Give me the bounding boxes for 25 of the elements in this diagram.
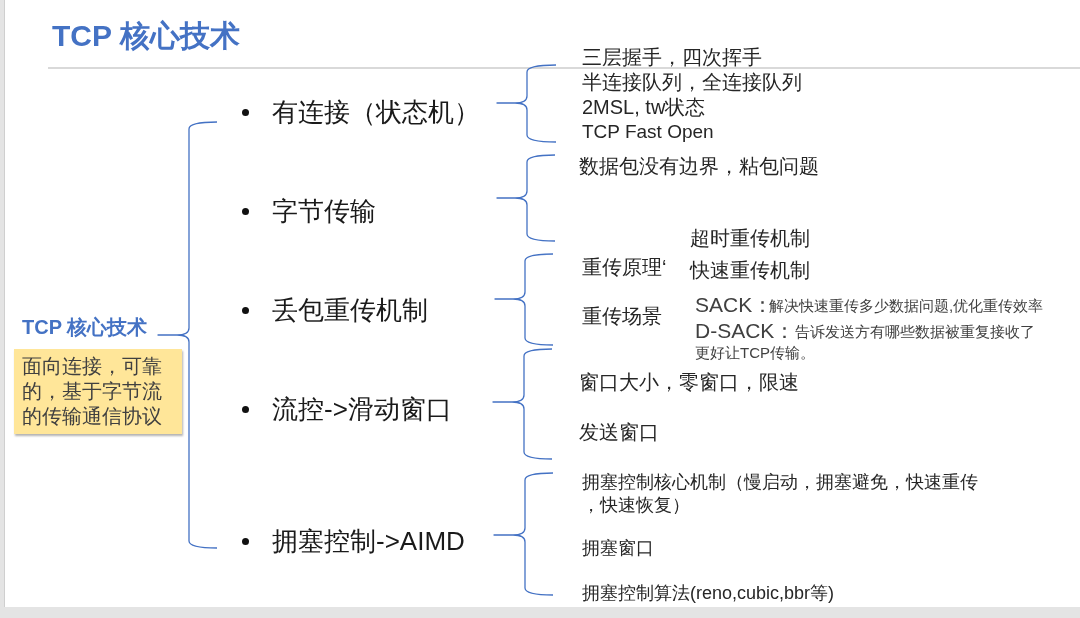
topic-label: 拥塞控制->AIMD [272, 525, 465, 557]
subtopic-label: 拥塞控制算法(reno,cubic,bbr等) [582, 582, 835, 604]
subtopic-label: 拥塞控制核心机制（慢启动，拥塞避免，快速重传，快速恢复） [582, 470, 982, 517]
subtopic-label: 2MSL, tw状态 [582, 95, 706, 119]
topic-label: 字节传输 [272, 195, 376, 227]
subtopic-label: 发送窗口 [579, 420, 659, 444]
subtopic-label: TCP Fast Open [582, 119, 714, 143]
topic-label: 流控->滑动窗口 [272, 393, 452, 425]
subtopic-label: 窗口大小，零窗口，限速 [579, 370, 799, 394]
sticky-note: 面向连接，可靠的，基于字节流的传输通信协议 [14, 349, 182, 434]
subtopic-label: 半连接队列，全连接队列 [582, 70, 802, 94]
subtopic-label: 三层握手，四次挥手 [582, 45, 762, 69]
subtopic-label: 重传原理‘ [582, 255, 667, 279]
subtopic-label: 快速重传机制 [690, 258, 810, 282]
central-topic-label: TCP 核心技术 [22, 315, 148, 339]
subtopic-label: 超时重传机制 [690, 226, 810, 250]
subtopic-label: 数据包没有边界，粘包问题 [579, 154, 819, 178]
topic-label: 丢包重传机制 [272, 294, 428, 326]
term-label: D-SACK： [695, 317, 796, 343]
subtopic-label: 重传场景 [582, 304, 662, 328]
subtopic-label: 拥塞窗口 [582, 537, 654, 559]
topic-label: 有连接（状态机） [272, 96, 480, 128]
slide-title: TCP 核心技术 [52, 18, 240, 54]
description-text: 更好让TCP传输。 [695, 344, 815, 362]
description-text: 告诉发送方有哪些数据被重复接收了 [795, 323, 1035, 341]
